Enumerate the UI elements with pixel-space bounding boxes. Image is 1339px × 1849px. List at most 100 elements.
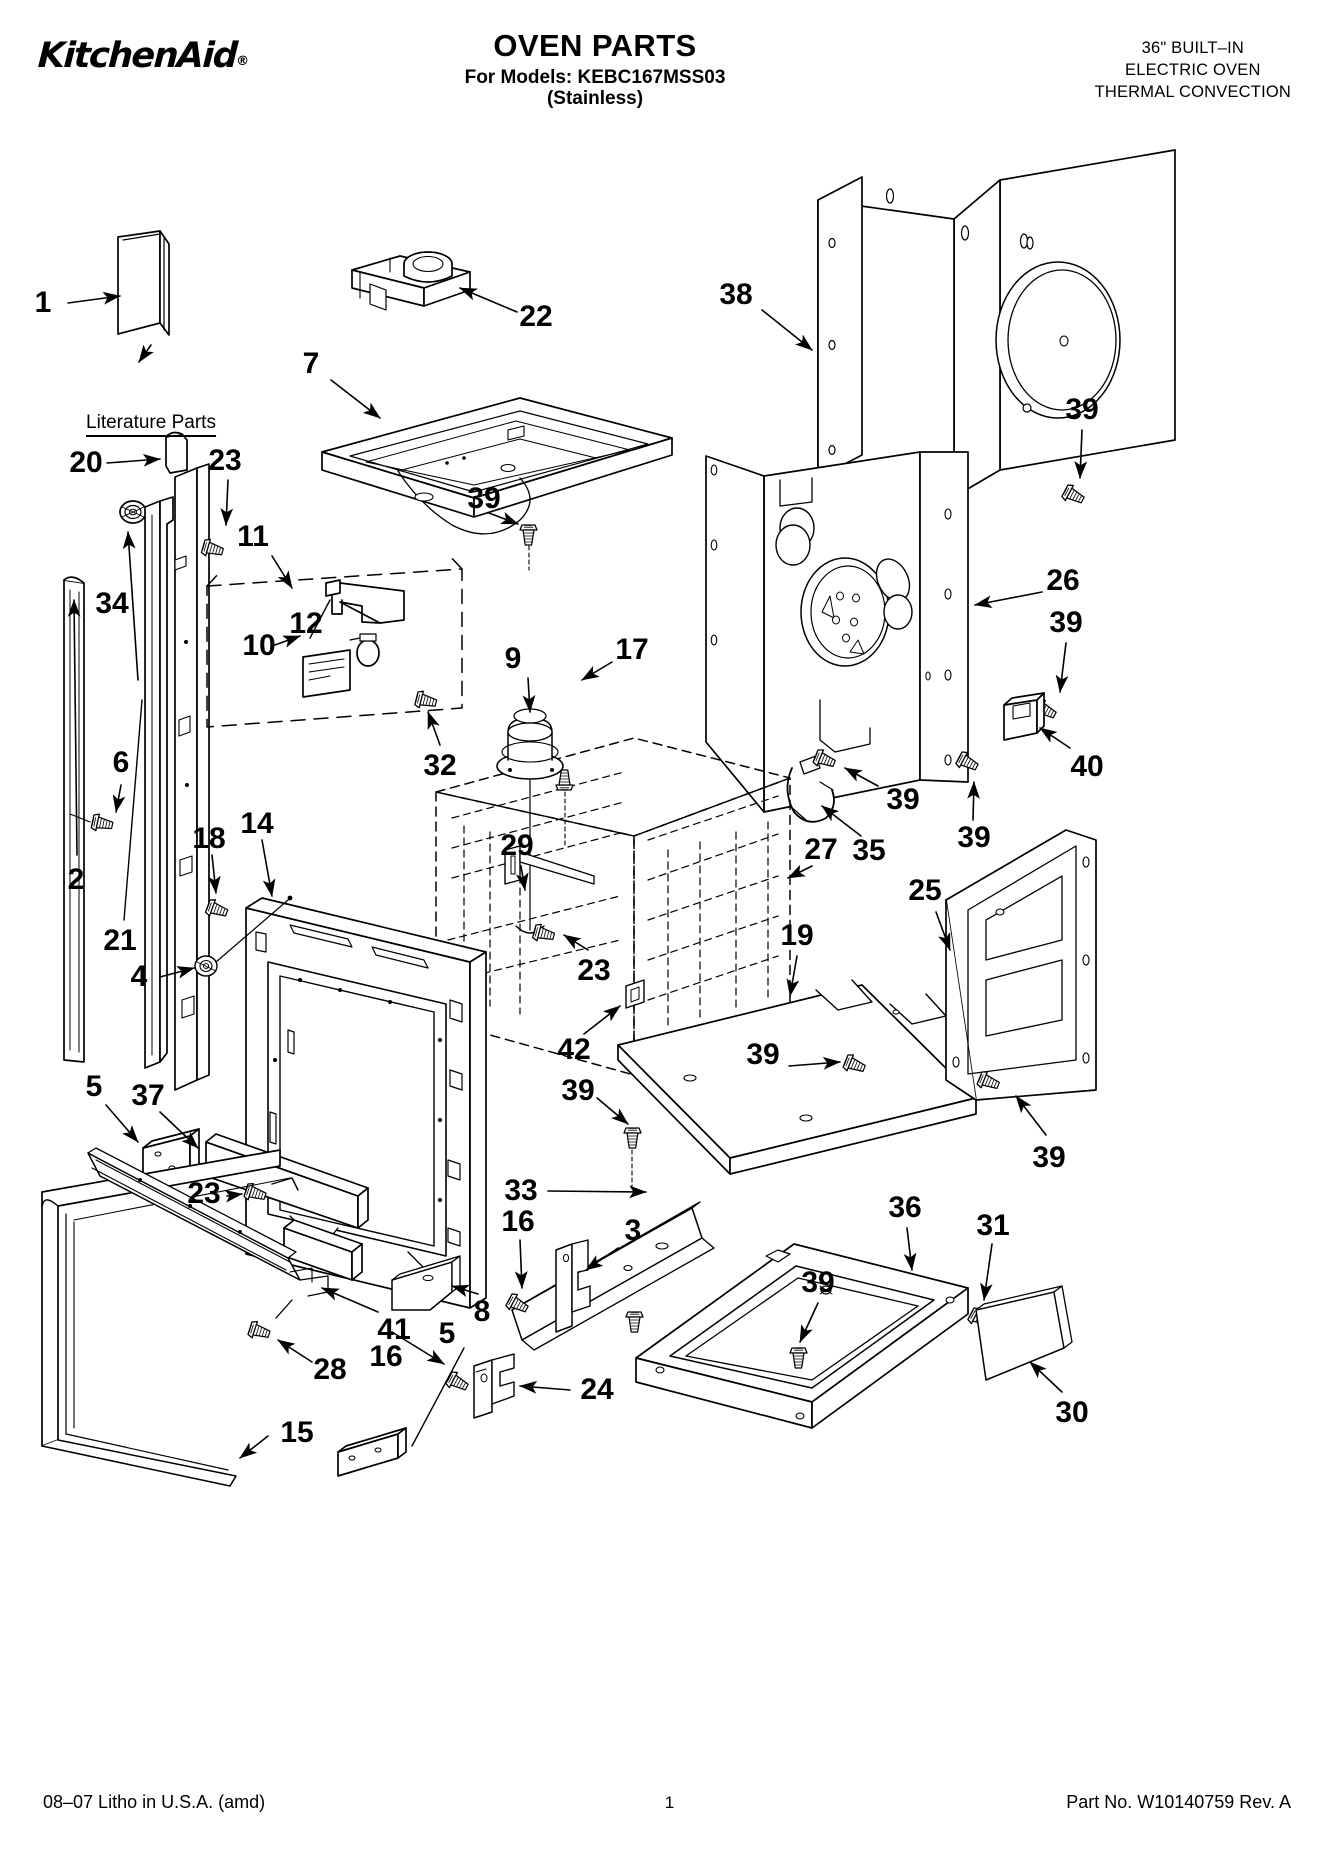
callout-22: 22 <box>519 300 553 333</box>
part-screw-6 <box>90 812 115 835</box>
callout-40: 40 <box>1070 750 1104 783</box>
callout-18: 18 <box>192 822 226 855</box>
part-literature-booklet <box>117 230 170 336</box>
part-screw-39d <box>1060 482 1088 509</box>
spec-line-3: THERMAL CONVECTION <box>1094 82 1291 101</box>
callout-24: 24 <box>580 1373 614 1406</box>
callout-36: 36 <box>888 1191 922 1224</box>
callout-31: 31 <box>976 1209 1010 1242</box>
part-screw-39h <box>625 1311 644 1333</box>
part-fan-hub <box>496 708 564 780</box>
part-end-cap <box>165 431 188 474</box>
callout-32: 32 <box>423 749 457 782</box>
callout-39-fan: 39 <box>886 783 920 816</box>
callout-19: 19 <box>780 919 814 952</box>
part-hinge-bracket-24 <box>473 1353 515 1419</box>
variant-line: (Stainless) <box>546 88 644 110</box>
callout-9: 9 <box>504 642 522 675</box>
callout-41: 41 <box>377 1313 411 1346</box>
footer-litho-info: 08–07 Litho in U.S.A. (amd) <box>43 1792 266 1812</box>
part-side-trim-channel <box>144 496 174 1069</box>
callout-34: 34 <box>95 587 129 620</box>
footer-page-number: 1 <box>664 1793 675 1812</box>
callout-6: 6 <box>112 746 130 779</box>
models-line: For Models: KEBC167MSS03 <box>464 66 726 88</box>
part-bottom-deflector <box>617 979 977 1175</box>
part-screw-39a <box>519 524 538 546</box>
spec-line-1: 36" BUILT–IN <box>1141 39 1244 57</box>
callout-26: 26 <box>1046 564 1080 597</box>
callout-7: 7 <box>302 347 320 380</box>
callout-39-panel26: 39 <box>1049 606 1083 639</box>
callout-33: 33 <box>504 1174 538 1207</box>
callout-39-rear-lower: 39 <box>957 821 991 854</box>
callout-39-deflector: 39 <box>746 1038 780 1071</box>
part-rear-lower-panel <box>705 451 969 813</box>
part-cover-plate-30 <box>975 1285 1073 1381</box>
callout-12: 12 <box>289 607 323 640</box>
part-oven-lamp <box>325 579 405 667</box>
part-hinge-support-3 <box>555 1239 591 1333</box>
callout-23: 23 <box>208 444 242 477</box>
callout-5: 5 <box>85 1070 103 1103</box>
part-terminal-block <box>1003 692 1045 741</box>
spec-line-2: ELECTRIC OVEN <box>1125 60 1261 79</box>
callout-25: 25 <box>908 874 942 907</box>
callout-11: 11 <box>237 520 269 553</box>
callout-39-top-panel: 39 <box>467 482 501 515</box>
callout-39-rear-upper: 39 <box>1065 393 1099 426</box>
callout-28: 28 <box>313 1353 347 1386</box>
page-title: OVEN PARTS <box>493 28 697 63</box>
part-top-panel <box>321 397 673 535</box>
section-label-literature-parts: Literature Parts <box>86 412 216 437</box>
part-door-handle-rail <box>87 1147 329 1297</box>
part-bracket-5b <box>337 1427 407 1477</box>
callout-29: 29 <box>500 829 534 862</box>
callout-4: 4 <box>130 960 148 993</box>
part-rating-label <box>302 649 351 698</box>
callout-17: 17 <box>615 633 649 666</box>
callout-1: 1 <box>34 286 52 319</box>
callout-16-support: 16 <box>501 1205 535 1238</box>
part-light-assembly-zone <box>206 552 463 728</box>
callout-10: 10 <box>242 629 276 662</box>
part-screw-16a <box>444 1369 472 1396</box>
part-screw-39h-b <box>623 1127 642 1149</box>
callout-39-strip: 39 <box>561 1074 595 1107</box>
callout-3: 3 <box>624 1214 642 1247</box>
callout-38: 38 <box>719 278 753 311</box>
part-side-rail <box>174 463 210 1091</box>
callout-23-cavity: 23 <box>577 954 611 987</box>
part-rear-upper-panel <box>817 149 1176 498</box>
callout-15: 15 <box>280 1416 314 1449</box>
part-trim-nut <box>119 500 147 524</box>
part-screw-32 <box>413 689 439 713</box>
part-right-side-panel <box>945 829 1097 1101</box>
spec-block: 36" BUILT–IN ELECTRIC OVEN THERMAL CONVE… <box>1095 38 1291 103</box>
part-insulation-strip-lower <box>283 1219 363 1281</box>
callout-20: 20 <box>69 446 103 479</box>
part-side-trim-rod <box>63 576 85 1063</box>
footer-part-number: Part No. W10140759 Rev. A <box>1066 1792 1291 1812</box>
callout-8: 8 <box>473 1295 491 1328</box>
callout-37: 37 <box>131 1079 165 1112</box>
callout-42: 42 <box>557 1033 591 1066</box>
callout-30: 30 <box>1055 1396 1089 1429</box>
callout-39-side-panel: 39 <box>1032 1141 1066 1174</box>
callout-14: 14 <box>240 807 274 840</box>
callout-39-door-frame: 39 <box>801 1266 835 1299</box>
callout-27: 27 <box>804 833 838 866</box>
part-bracket-8 <box>391 1255 461 1311</box>
callout-21: 21 <box>103 924 137 957</box>
callout-16-hinge: 16 <box>369 1340 403 1373</box>
part-oven-cavity-detail <box>447 771 779 1031</box>
part-fastener-4 <box>194 955 218 977</box>
part-cavity-plate-42 <box>625 979 645 1009</box>
part-convection-blower <box>351 251 471 311</box>
title-block: OVEN PARTS For Models: KEBC167MSS03 (Sta… <box>330 28 860 110</box>
part-screw-28 <box>246 1319 273 1344</box>
callout-23-insulation: 23 <box>187 1177 221 1210</box>
callout-5-bracket: 5 <box>438 1317 456 1350</box>
